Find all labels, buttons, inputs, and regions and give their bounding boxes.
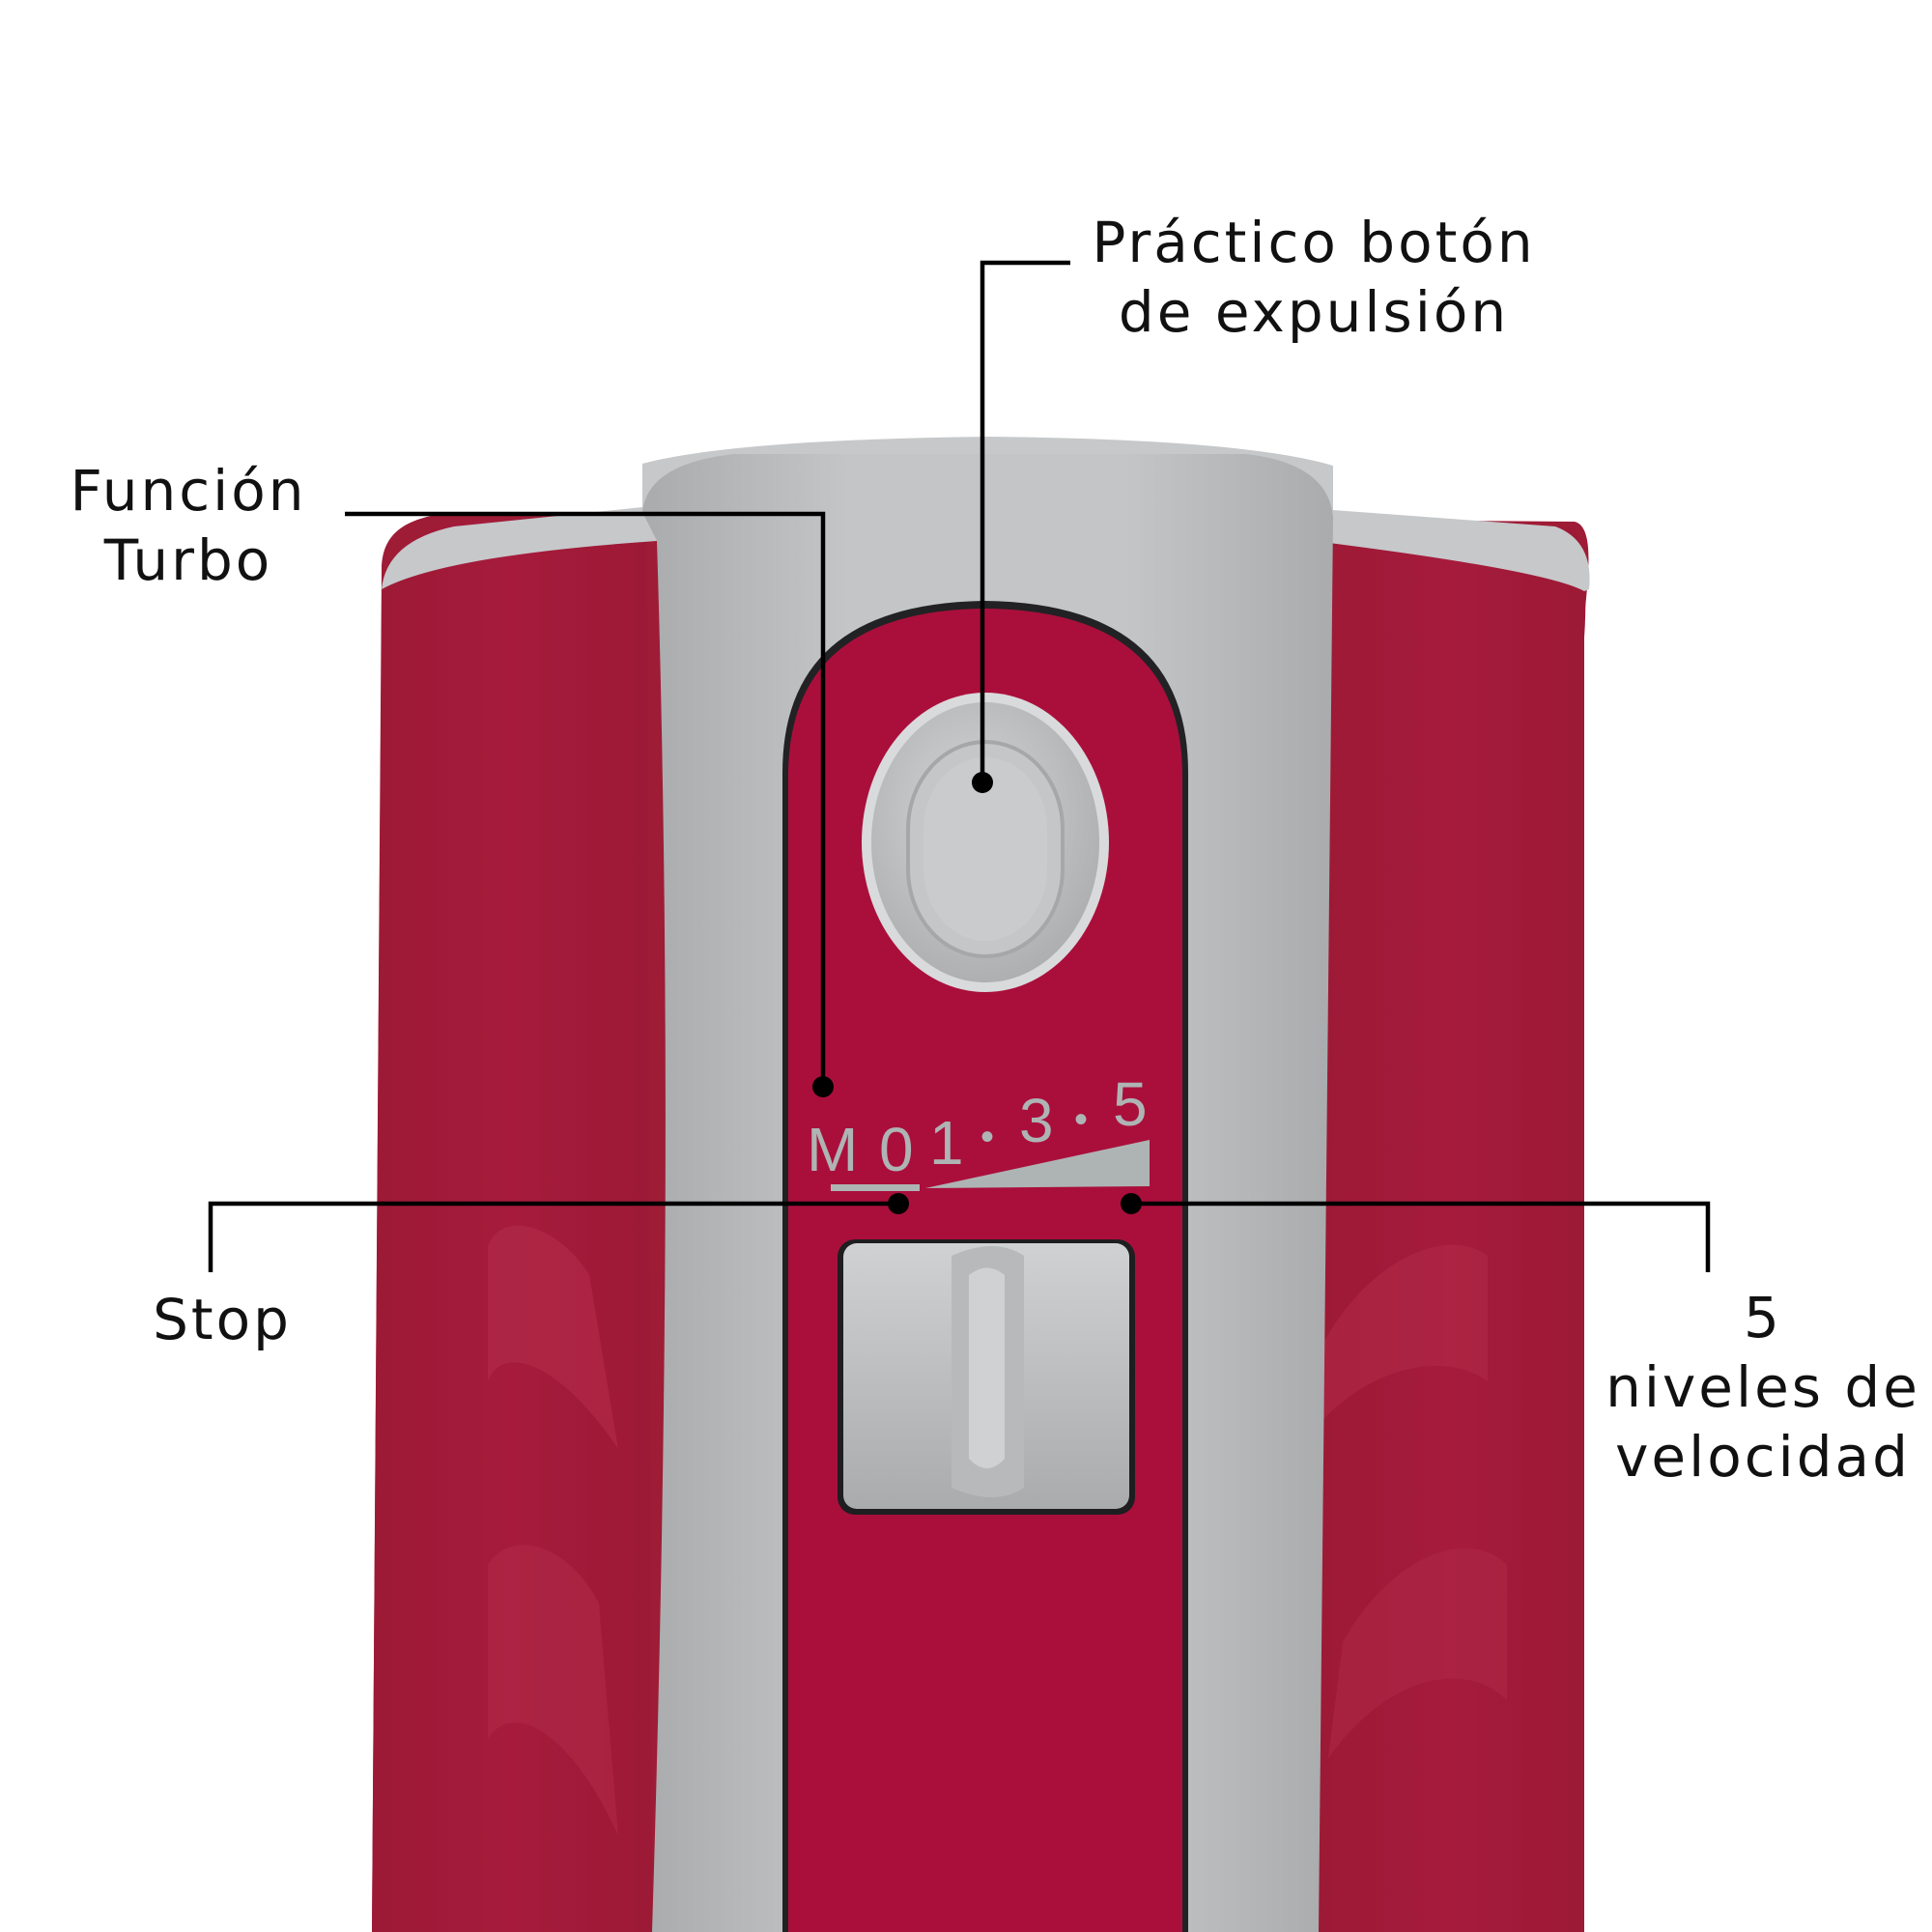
speeds-label-line1: 5 [1744, 1285, 1782, 1350]
callout-dots [812, 772, 1142, 1214]
speeds-callout-line [1133, 1201, 1711, 1272]
marking-1: 1 [929, 1108, 964, 1178]
turbo-callout-dot [812, 1076, 834, 1097]
eject-label-line1: Práctico botón [1092, 210, 1536, 275]
turbo-label-line1: Función [70, 458, 307, 524]
eject-label-line2: de expulsión [1118, 279, 1510, 345]
stop-callout-line [208, 1201, 896, 1272]
speed-ramp [925, 1140, 1150, 1188]
speeds-callout-dot [1121, 1193, 1142, 1214]
marking-0: 0 [879, 1115, 914, 1184]
turbo-label-line2: Turbo [103, 527, 273, 593]
marking-3: 3 [1019, 1086, 1054, 1155]
marking-dot-2: • [1074, 1098, 1088, 1141]
stop-label: Stop [126, 1285, 319, 1354]
speeds-label-line3: velocidad [1615, 1424, 1911, 1490]
turbo-callout-line [345, 511, 826, 1087]
eject-callout-dot [972, 772, 993, 793]
marking-5: 5 [1113, 1069, 1148, 1139]
marking-m: M [807, 1115, 858, 1184]
callout-lines [208, 260, 1711, 1272]
stop-callout-dot [888, 1193, 909, 1214]
eject-button[interactable] [862, 693, 1109, 992]
turbo-function-label: Función Turbo [58, 456, 319, 595]
stop-underline [831, 1184, 920, 1191]
speed-levels-label: 5 niveles de velocidad [1604, 1283, 1922, 1492]
eject-button-label: Práctico botón de expulsión [1082, 208, 1546, 347]
speeds-label-line2: niveles de [1605, 1354, 1920, 1420]
speed-markings: M 0 1 • 3 • 5 [807, 1069, 1150, 1191]
speed-slider[interactable] [838, 1239, 1135, 1515]
stop-label-line1: Stop [153, 1287, 292, 1352]
eject-callout-line [980, 260, 1070, 782]
marking-dot-1: • [980, 1116, 994, 1158]
